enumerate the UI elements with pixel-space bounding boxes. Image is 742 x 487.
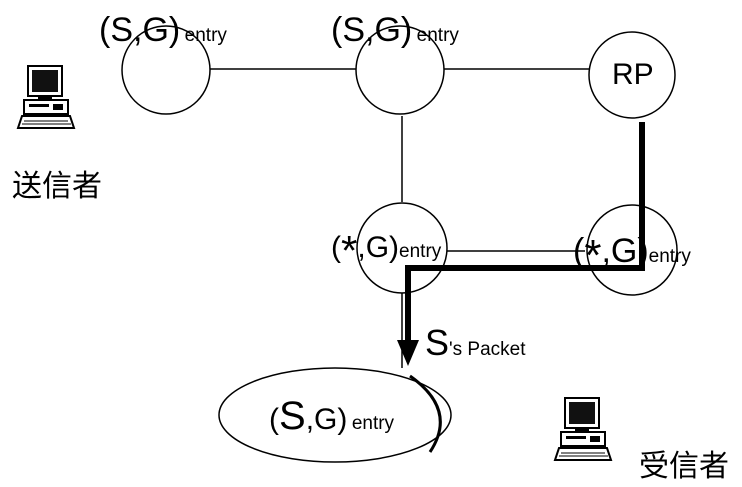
packet-rest: 's Packet xyxy=(449,339,526,360)
entry-text: entry xyxy=(648,246,691,267)
sg-text: (S,G) xyxy=(331,11,413,49)
ellipse-shadow xyxy=(409,374,442,453)
packet-s: S xyxy=(425,322,450,363)
packet-label: S's Packet xyxy=(425,325,526,361)
packet-path xyxy=(405,122,645,345)
sg-text: (S,G) xyxy=(99,11,181,49)
entry-text: entry xyxy=(399,241,442,262)
computer-icon xyxy=(16,65,76,129)
router-starg-right xyxy=(586,204,678,296)
label-sg-left: (S,G) entry xyxy=(99,13,227,47)
label-rp: RP xyxy=(612,58,654,91)
label-starg-right: (*,G)entry xyxy=(573,226,691,278)
sender-label: 送信者 xyxy=(12,169,102,204)
label-sg-bottom: (S,G) entry xyxy=(269,396,394,436)
paren-open: ( xyxy=(269,403,279,436)
star-text: * xyxy=(341,227,358,274)
receiver-label: 受信者 xyxy=(639,449,729,484)
s-text: S xyxy=(279,394,306,438)
paren-open: ( xyxy=(331,231,341,264)
paren-open: ( xyxy=(573,232,585,270)
computer-icon xyxy=(553,397,613,461)
label-starg-mid: (*,G)entry xyxy=(331,222,442,272)
star-text: * xyxy=(584,231,602,280)
router-rp xyxy=(588,31,676,119)
g-text: ,G) xyxy=(601,232,649,270)
entry-text: entry xyxy=(416,25,459,46)
label-sg-mid: (S,G) entry xyxy=(331,13,459,47)
g-text: ,G) xyxy=(305,403,348,436)
packet-arrowhead xyxy=(397,340,419,366)
router-sg-mid xyxy=(355,25,445,115)
router-sg-bottom xyxy=(218,367,452,463)
entry-text: entry xyxy=(184,25,227,46)
router-sg-left xyxy=(121,25,211,115)
entry-text: entry xyxy=(351,413,395,434)
g-text: ,G) xyxy=(357,231,400,264)
